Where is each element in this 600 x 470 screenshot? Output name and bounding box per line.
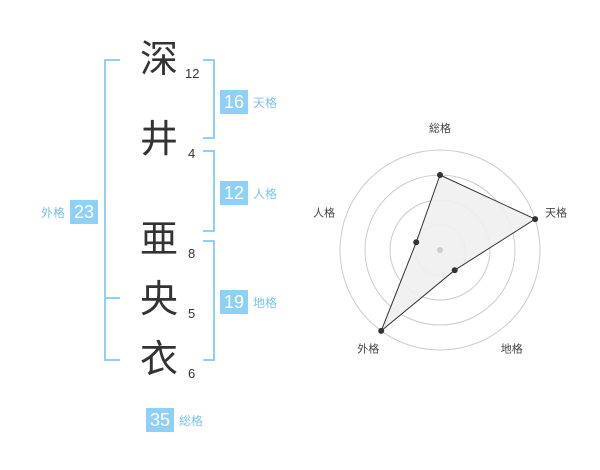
tenkaku-badge: 16 天格 <box>220 90 277 114</box>
stroke-count-3: 8 <box>188 246 196 261</box>
radar-point-1 <box>437 172 443 178</box>
chikaku-bracket <box>203 240 215 361</box>
soukaku-badge: 35 総格 <box>146 408 203 432</box>
soukaku-value: 35 <box>146 408 175 432</box>
gaikaku-value: 23 <box>70 200 99 224</box>
gaikaku-bracket-tick <box>104 297 120 299</box>
jinkaku-bracket <box>203 150 215 232</box>
jinkaku-label: 人格 <box>253 186 278 201</box>
radar-center-point <box>437 247 443 253</box>
name-char-5: 衣 <box>140 337 179 381</box>
stroke-count-5: 6 <box>188 366 196 381</box>
name-char-1: 深 <box>140 37 179 81</box>
name-char-2: 井 <box>140 117 179 161</box>
stroke-count-4: 5 <box>188 306 196 321</box>
chikaku-value: 19 <box>220 290 249 314</box>
chikaku-badge: 19 地格 <box>220 290 277 314</box>
radar-axis-label-3: 地格 <box>501 342 523 356</box>
radar-point-4 <box>378 327 385 334</box>
soukaku-label: 総格 <box>179 413 204 428</box>
tenkaku-bracket <box>203 59 215 139</box>
chikaku-label: 地格 <box>253 295 278 310</box>
tenkaku-label: 天格 <box>253 95 278 110</box>
stroke-count-1: 12 <box>185 66 200 81</box>
name-char-4: 央 <box>140 277 179 321</box>
gaikaku-bracket <box>104 59 120 361</box>
radar-axis-label-2: 天格 <box>545 205 567 219</box>
jinkaku-badge: 12 人格 <box>220 181 277 205</box>
radar-ring-4 <box>339 149 541 351</box>
radar-polygon <box>380 174 537 332</box>
gaikaku-badge: 外格 23 <box>41 200 99 224</box>
gaikaku-label: 外格 <box>41 205 66 220</box>
stroke-count-2: 4 <box>188 146 196 161</box>
radar-point-2 <box>532 216 539 223</box>
jinkaku-value: 12 <box>220 181 249 205</box>
radar-axis-label-5: 人格 <box>313 205 335 219</box>
radar-axis-label-4: 外格 <box>357 342 379 356</box>
radar-axis-label-1: 総格 <box>429 121 451 135</box>
radar-point-3 <box>451 267 458 274</box>
tenkaku-value: 16 <box>220 90 249 114</box>
radar-point-5 <box>413 239 420 246</box>
name-char-3: 亜 <box>140 217 179 261</box>
